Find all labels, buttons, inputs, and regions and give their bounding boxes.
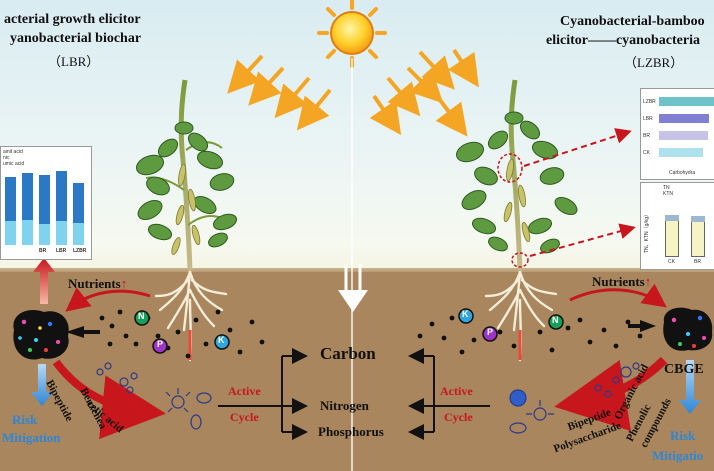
left-chart-tick: LBR bbox=[56, 248, 67, 254]
right-nutrients-up: ↑ bbox=[644, 274, 652, 289]
right-title-line1: Cyanobacterial-bamboo bbox=[560, 14, 705, 29]
left-increase-arrow bbox=[33, 258, 55, 304]
right-bottom-bar-chart: CK BR TN、KTN（g/kg） TN KTN bbox=[640, 182, 714, 270]
right-nutrients-text: Nutrients bbox=[592, 274, 645, 289]
left-decrease-arrow bbox=[31, 364, 53, 406]
right-top-chart-bar bbox=[659, 148, 703, 157]
left-abbr: （LBR） bbox=[48, 54, 100, 69]
right-decrease-arrow bbox=[679, 360, 701, 414]
right-top-bar-chart: LZBR LBR BR CK Carbohydra bbox=[640, 88, 714, 180]
left-particle-dots bbox=[99, 309, 265, 359]
right-title-line2: elicitor——cyanobacteria bbox=[546, 33, 700, 48]
microbe-icons-left bbox=[96, 362, 212, 430]
ion-label-K-left: K bbox=[218, 335, 225, 345]
left-nutrients-text: Nutrients bbox=[68, 276, 121, 291]
left-title-line1: acterial growth elicitor bbox=[4, 12, 141, 27]
nutrient-ion-N-left bbox=[134, 310, 150, 326]
left-chart-bar bbox=[73, 182, 84, 224]
nutrient-ion-P-right bbox=[482, 326, 498, 342]
ion-label-K-right: K bbox=[462, 309, 469, 319]
ion-label-P-left: P bbox=[157, 339, 164, 349]
right-mitigation-label: Mitigatio bbox=[652, 448, 704, 463]
right-active-label: Active bbox=[440, 384, 473, 398]
microbe-icons-right bbox=[509, 362, 640, 434]
right-bottom-legend-2: KTN bbox=[663, 191, 673, 197]
left-title-line2: yanobacterial biochar bbox=[10, 31, 142, 46]
phosphorus-label: Phosphorus bbox=[318, 424, 384, 439]
right-bottom-chart-bar bbox=[691, 215, 705, 257]
left-chart-legend-2: nic bbox=[3, 155, 10, 161]
nutrient-ion-N-right bbox=[548, 314, 564, 330]
left-chart-bar-lower bbox=[22, 219, 33, 245]
left-nutrients-label: Nutrients↑ bbox=[68, 276, 127, 292]
left-risk-label: Risk bbox=[12, 412, 38, 427]
right-top-chart-tick: LZBR bbox=[643, 99, 656, 105]
right-bottom-chart-tick: CK bbox=[668, 259, 675, 265]
right-top-chart-tick: CK bbox=[643, 150, 650, 156]
sunlight-arrows bbox=[227, 48, 479, 137]
left-chart-bar-lower bbox=[56, 221, 67, 245]
right-bottom-chart-bar-cap bbox=[691, 215, 705, 222]
right-bottom-legend-1: TN bbox=[663, 185, 670, 191]
nutrient-ion-K-left bbox=[214, 334, 230, 350]
left-biochar-particle bbox=[13, 310, 69, 360]
left-chart-bar-lower bbox=[5, 221, 16, 245]
left-chart-bar bbox=[5, 177, 16, 222]
left-chart-bar-lower bbox=[73, 223, 84, 245]
ion-label-P-right: P bbox=[487, 327, 494, 337]
left-plant bbox=[135, 79, 238, 362]
left-chart-bar bbox=[39, 174, 50, 224]
center-cycle-arrows bbox=[218, 348, 490, 440]
right-top-chart-bar bbox=[659, 114, 710, 123]
right-top-chart-tick: LBR bbox=[643, 116, 653, 122]
left-nutrients-up: ↑ bbox=[120, 276, 128, 291]
left-active-label: Active bbox=[228, 384, 261, 398]
left-chart-tick: BR bbox=[39, 248, 47, 254]
right-top-chart-bar bbox=[659, 131, 709, 140]
right-cycle-label: Cycle bbox=[444, 410, 473, 424]
ion-label-N-right: N bbox=[552, 315, 559, 325]
cbge-label: CBGE bbox=[664, 362, 704, 377]
right-bottom-chart-bar bbox=[665, 214, 679, 257]
left-chart-legend-3: umic acid bbox=[3, 161, 25, 167]
right-nutrients-label: Nutrients↑ bbox=[592, 274, 651, 290]
nutrient-ion-K-right bbox=[458, 308, 474, 324]
left-chart-bar-lower bbox=[39, 223, 50, 245]
double-down-arrow bbox=[338, 264, 368, 312]
right-biochar-particle bbox=[663, 307, 713, 351]
left-chart-bar bbox=[56, 170, 67, 222]
sun-icon bbox=[317, 0, 387, 68]
nitrogen-label: Nitrogen bbox=[320, 398, 369, 413]
left-chart-tick: LZBR bbox=[73, 248, 87, 254]
ion-label-N-left: N bbox=[138, 311, 145, 321]
right-top-chart-bar bbox=[659, 97, 714, 106]
right-bottom-ylabel: TN、KTN（g/kg） bbox=[644, 211, 650, 253]
left-chart-bar bbox=[22, 173, 33, 220]
right-risk-label: Risk bbox=[670, 428, 696, 443]
right-bottom-chart-tick: BR bbox=[694, 259, 701, 265]
left-chart-legend-1: ainit acid bbox=[3, 149, 23, 155]
right-top-xlabel: Carbohydra bbox=[669, 170, 696, 176]
left-mitigation-label: Mitigation bbox=[2, 430, 61, 445]
nutrient-ion-P-left bbox=[152, 338, 168, 354]
right-plant bbox=[455, 79, 636, 362]
right-abbr: （LZBR） bbox=[624, 55, 684, 70]
right-bottom-chart-bar-cap bbox=[665, 214, 679, 221]
right-top-chart-tick: BR bbox=[643, 133, 650, 139]
right-particle-dots bbox=[417, 315, 643, 355]
carbon-label: Carbon bbox=[320, 344, 376, 363]
left-bar-chart: ainit acid nic umic acid BR LBR LZBR bbox=[0, 146, 92, 260]
left-cycle-label: Cycle bbox=[230, 410, 259, 424]
